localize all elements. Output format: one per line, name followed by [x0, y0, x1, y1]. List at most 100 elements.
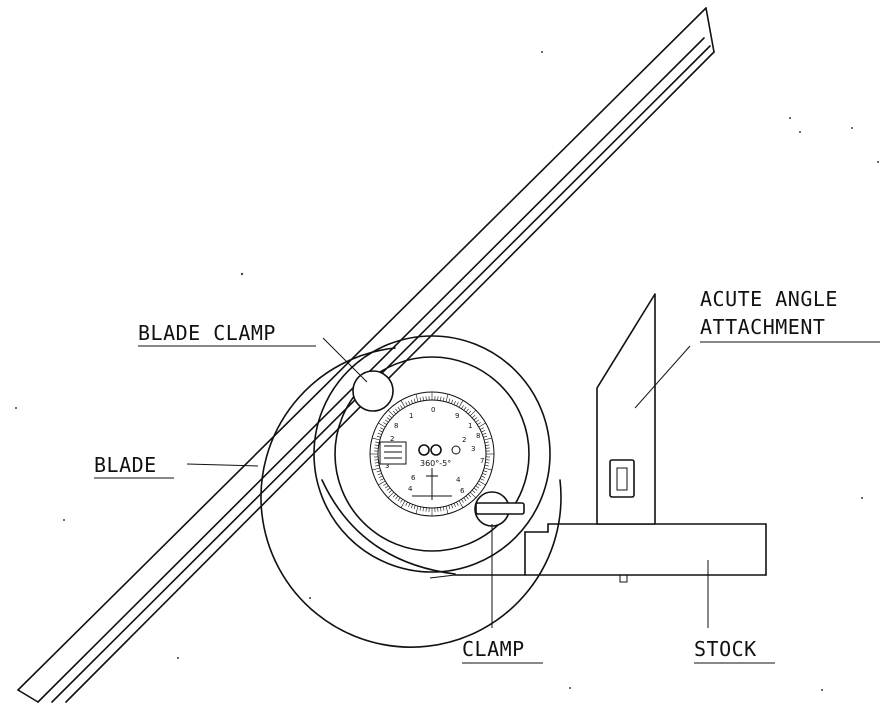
dial-tick — [469, 409, 477, 417]
dial-tick — [456, 402, 459, 407]
dial-tick — [384, 419, 389, 423]
dial-tick — [386, 487, 391, 491]
blade-clamp-knob — [352, 370, 394, 412]
dial-number: 3 — [471, 445, 475, 453]
label-blade: BLADE — [94, 453, 157, 477]
dial-tick — [378, 430, 383, 433]
dial-number: 0 — [431, 406, 435, 414]
dial-tick — [384, 485, 389, 489]
dial-tick — [387, 409, 395, 417]
dial-tick — [372, 467, 380, 471]
dial-tick — [400, 500, 406, 508]
dial-number: 8 — [476, 432, 480, 440]
dial-tick — [467, 493, 472, 498]
leader-lines — [186, 337, 709, 628]
dial-tick — [456, 501, 459, 506]
dial-tick — [463, 497, 467, 502]
dial-tick — [378, 422, 386, 428]
dial-tick — [415, 506, 419, 514]
dial-tick — [458, 400, 464, 408]
stock — [429, 523, 767, 583]
labels: BLADE CLAMP ACUTE ANGLE ATTACHMENT BLADE… — [94, 287, 880, 664]
dial-tick — [377, 432, 382, 435]
dial-tick — [482, 473, 487, 476]
dial-tick — [445, 506, 449, 514]
dial-tick — [477, 422, 481, 425]
dial-tick — [397, 497, 401, 502]
dial-tick — [415, 394, 419, 402]
dial-tick — [395, 408, 399, 413]
dial-tick — [386, 417, 391, 421]
dial-tick — [419, 397, 422, 402]
dial-center: 360°-5° — [412, 444, 461, 500]
dial-tick — [413, 505, 416, 510]
dial-tick — [485, 444, 490, 446]
dial-number: 1 — [409, 412, 413, 420]
dial-body — [260, 335, 562, 648]
dial-tick — [484, 467, 492, 471]
dial-tick — [405, 402, 408, 407]
dial-tick — [461, 499, 464, 503]
dial-tick — [408, 400, 411, 405]
dial-tick — [475, 485, 480, 489]
dial-tick — [410, 399, 413, 404]
dial-tick — [442, 506, 445, 511]
dial-tick — [410, 504, 413, 509]
dial-tick — [453, 400, 456, 405]
dial-tick — [377, 473, 382, 476]
dial-tick — [448, 505, 451, 510]
dial-tick — [400, 499, 403, 503]
dial-tick — [453, 503, 456, 508]
dial-graduations — [370, 392, 494, 516]
dial-number: 9 — [455, 412, 459, 420]
dial-number: 2 — [390, 435, 394, 443]
dial-tick — [465, 408, 469, 413]
clamp-knob — [474, 491, 525, 527]
dial-tick — [395, 495, 399, 500]
dial-tick — [485, 462, 490, 464]
dial-tick — [422, 396, 424, 401]
dial-tick — [388, 489, 393, 494]
dial-tick — [445, 394, 449, 402]
label-stock: STOCK — [694, 637, 757, 661]
dial-tick — [473, 487, 478, 491]
dial-tick — [383, 483, 387, 486]
dial-tick — [458, 500, 464, 508]
dial-tick — [440, 396, 442, 401]
dial-tick — [378, 475, 383, 478]
dial-tick — [448, 398, 451, 403]
vernier-window — [379, 441, 407, 465]
dial-tick — [477, 483, 481, 486]
dial-number: 7 — [480, 457, 484, 465]
dial-tick — [397, 406, 401, 411]
dial-tick — [440, 507, 442, 512]
dial-tick — [471, 489, 476, 494]
dial-number: 1 — [468, 422, 472, 430]
dial-tick — [422, 507, 424, 512]
dial-tick — [400, 400, 406, 408]
dial-tick — [378, 480, 386, 486]
dial-tick — [483, 435, 488, 438]
dial-tick — [392, 493, 397, 498]
dial-tick — [484, 441, 489, 444]
dial-tick — [451, 399, 454, 404]
dial-tick — [481, 475, 486, 478]
dial-tick — [419, 506, 422, 511]
dial-tick — [467, 410, 472, 415]
dial-number: 4 — [456, 476, 461, 484]
dial-tick — [484, 437, 492, 441]
label-acute-angle-line1: ACUTE ANGLE — [700, 287, 838, 311]
dial-tick — [413, 398, 416, 403]
dial-tick — [442, 397, 445, 402]
dial-tick — [461, 405, 464, 409]
dial-tick — [380, 427, 385, 430]
dial-tick — [383, 422, 387, 425]
label-clamp: CLAMP — [462, 637, 525, 661]
dial-number: 6 — [411, 474, 416, 482]
dial-number: 4 — [408, 485, 413, 493]
dial-tick — [374, 462, 379, 464]
dial-number: 2 — [462, 436, 466, 444]
dial-tick — [372, 437, 380, 441]
dial-tick — [484, 464, 489, 467]
